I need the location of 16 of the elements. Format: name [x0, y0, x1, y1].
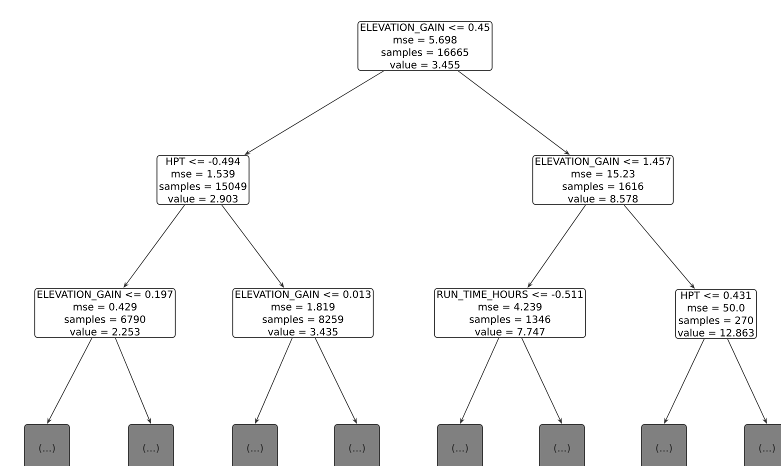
split-node-box: HPT <= 0.431 mse = 50.0 samples = 270 value = 12.863	[675, 289, 757, 339]
split-node-box: RUN_TIME_HOURS <= -0.511 mse = 4.239 samples = 1346 value = 7.747	[434, 288, 586, 338]
split-node-box: HPT <= -0.494 mse = 1.539 samples = 15049 value = 2.903	[156, 155, 250, 205]
collapsed-node-box: (...)	[744, 424, 781, 466]
collapsed-node-box: (...)	[128, 424, 174, 466]
collapsed-node-box: (...)	[334, 424, 380, 466]
collapsed-node-box: (...)	[437, 424, 483, 466]
split-node-box: ELEVATION_GAIN <= 0.197 mse = 0.429 samples = 6790 value = 2.253	[34, 288, 176, 338]
split-node-box: ELEVATION_GAIN <= 1.457 mse = 15.23 samples = 1616 value = 8.578	[532, 155, 674, 205]
collapsed-node-box: (...)	[232, 424, 278, 466]
arrow	[624, 204, 695, 289]
collapsed-node-box: (...)	[24, 424, 70, 466]
collapsed-node-box: (...)	[641, 424, 687, 466]
split-node-box: ELEVATION_GAIN <= 0.45 mse = 5.698 samples = 16665 value = 3.455	[357, 21, 493, 71]
split-node-box: ELEVATION_GAIN <= 0.013 mse = 1.819 samples = 8259 value = 3.435	[232, 288, 374, 338]
collapsed-node-box: (...)	[539, 424, 585, 466]
